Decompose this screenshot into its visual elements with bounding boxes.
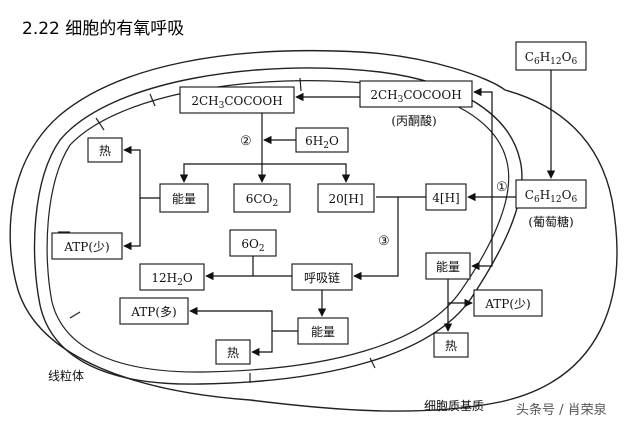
glucose-mid-box: C6H12O6 — [515, 179, 587, 209]
svg-text:呼吸链: 呼吸链 — [304, 270, 340, 285]
svg-text:6H2O: 6H2O — [305, 134, 339, 151]
svg-text:C6H12O6: C6H12O6 — [525, 50, 578, 67]
co2-box: 6CO2 — [233, 183, 291, 213]
energy-cyto-box: 能量 — [425, 252, 471, 280]
svg-text:6O2: 6O2 — [241, 237, 264, 254]
heat-mito-bottom-box: 热 — [215, 339, 251, 365]
watermark-text: 头条号 / 肖荣泉 — [516, 402, 607, 418]
svg-text:ATP(少): ATP(少) — [484, 297, 530, 311]
svg-text:2CH3COCOOH: 2CH3COCOOH — [370, 88, 461, 105]
atp-many-box: ATP(多) — [119, 297, 189, 325]
svg-text:能量: 能量 — [311, 325, 335, 339]
energy-mito-bottom-box: 能量 — [297, 317, 349, 345]
svg-text:ATP(少): ATP(少) — [63, 240, 109, 254]
step-2-label: ② — [240, 134, 252, 149]
h20-box: 20[H] — [317, 183, 375, 213]
mitochondrion-label: 线粒体 — [48, 368, 84, 383]
svg-text:热: 热 — [227, 346, 239, 360]
svg-text:20[H]: 20[H] — [328, 192, 363, 206]
svg-text:2CH3COCOOH: 2CH3COCOOH — [191, 94, 282, 111]
svg-text:4[H]: 4[H] — [432, 191, 459, 205]
mitochondrion-inner-membrane — [46, 80, 510, 373]
svg-text:热: 热 — [99, 144, 111, 158]
atp-low-cyto-box: ATP(少) — [473, 289, 543, 317]
svg-text:热: 热 — [445, 339, 457, 353]
step-1-label: ① — [496, 180, 508, 195]
cytoplasm-label: 细胞质基质 — [424, 399, 484, 413]
svg-text:能量: 能量 — [172, 192, 196, 206]
page-title: 2.22 细胞的有氧呼吸 — [22, 19, 184, 39]
svg-text:C6H12O6: C6H12O6 — [525, 188, 578, 205]
heat-cyto-box: 热 — [433, 332, 469, 358]
h4-box: 4[H] — [425, 183, 467, 211]
svg-text:6CO2: 6CO2 — [246, 192, 278, 209]
heat-mito-box: 热 — [87, 137, 123, 163]
atp-low-mito-box: ATP(少) — [51, 232, 123, 260]
energy-mito-top-box: 能量 — [159, 183, 209, 213]
resp-chain-box: 呼吸链 — [291, 263, 353, 291]
svg-text:ATP(多): ATP(多) — [130, 305, 176, 319]
cell-membrane — [9, 49, 618, 412]
pyruvate-mito-box: 2CH3COCOOH — [179, 86, 295, 114]
oxygen-box: 6O2 — [229, 229, 277, 257]
water-out-box: 12H2O — [139, 263, 205, 291]
arrows — [123, 70, 556, 357]
svg-text:能量: 能量 — [436, 260, 460, 274]
step-3-label: ③ — [378, 234, 390, 249]
pyruvate-name-label: (丙酮酸) — [391, 113, 436, 128]
pyruvate-cyto-box: 2CH3COCOOH — [359, 80, 473, 108]
svg-text:12H2O: 12H2O — [151, 271, 192, 288]
water-in-box: 6H2O — [295, 127, 349, 153]
glucose-name-label: (葡萄糖) — [528, 214, 573, 229]
glucose-top-box: C6H12O6 — [515, 41, 587, 71]
